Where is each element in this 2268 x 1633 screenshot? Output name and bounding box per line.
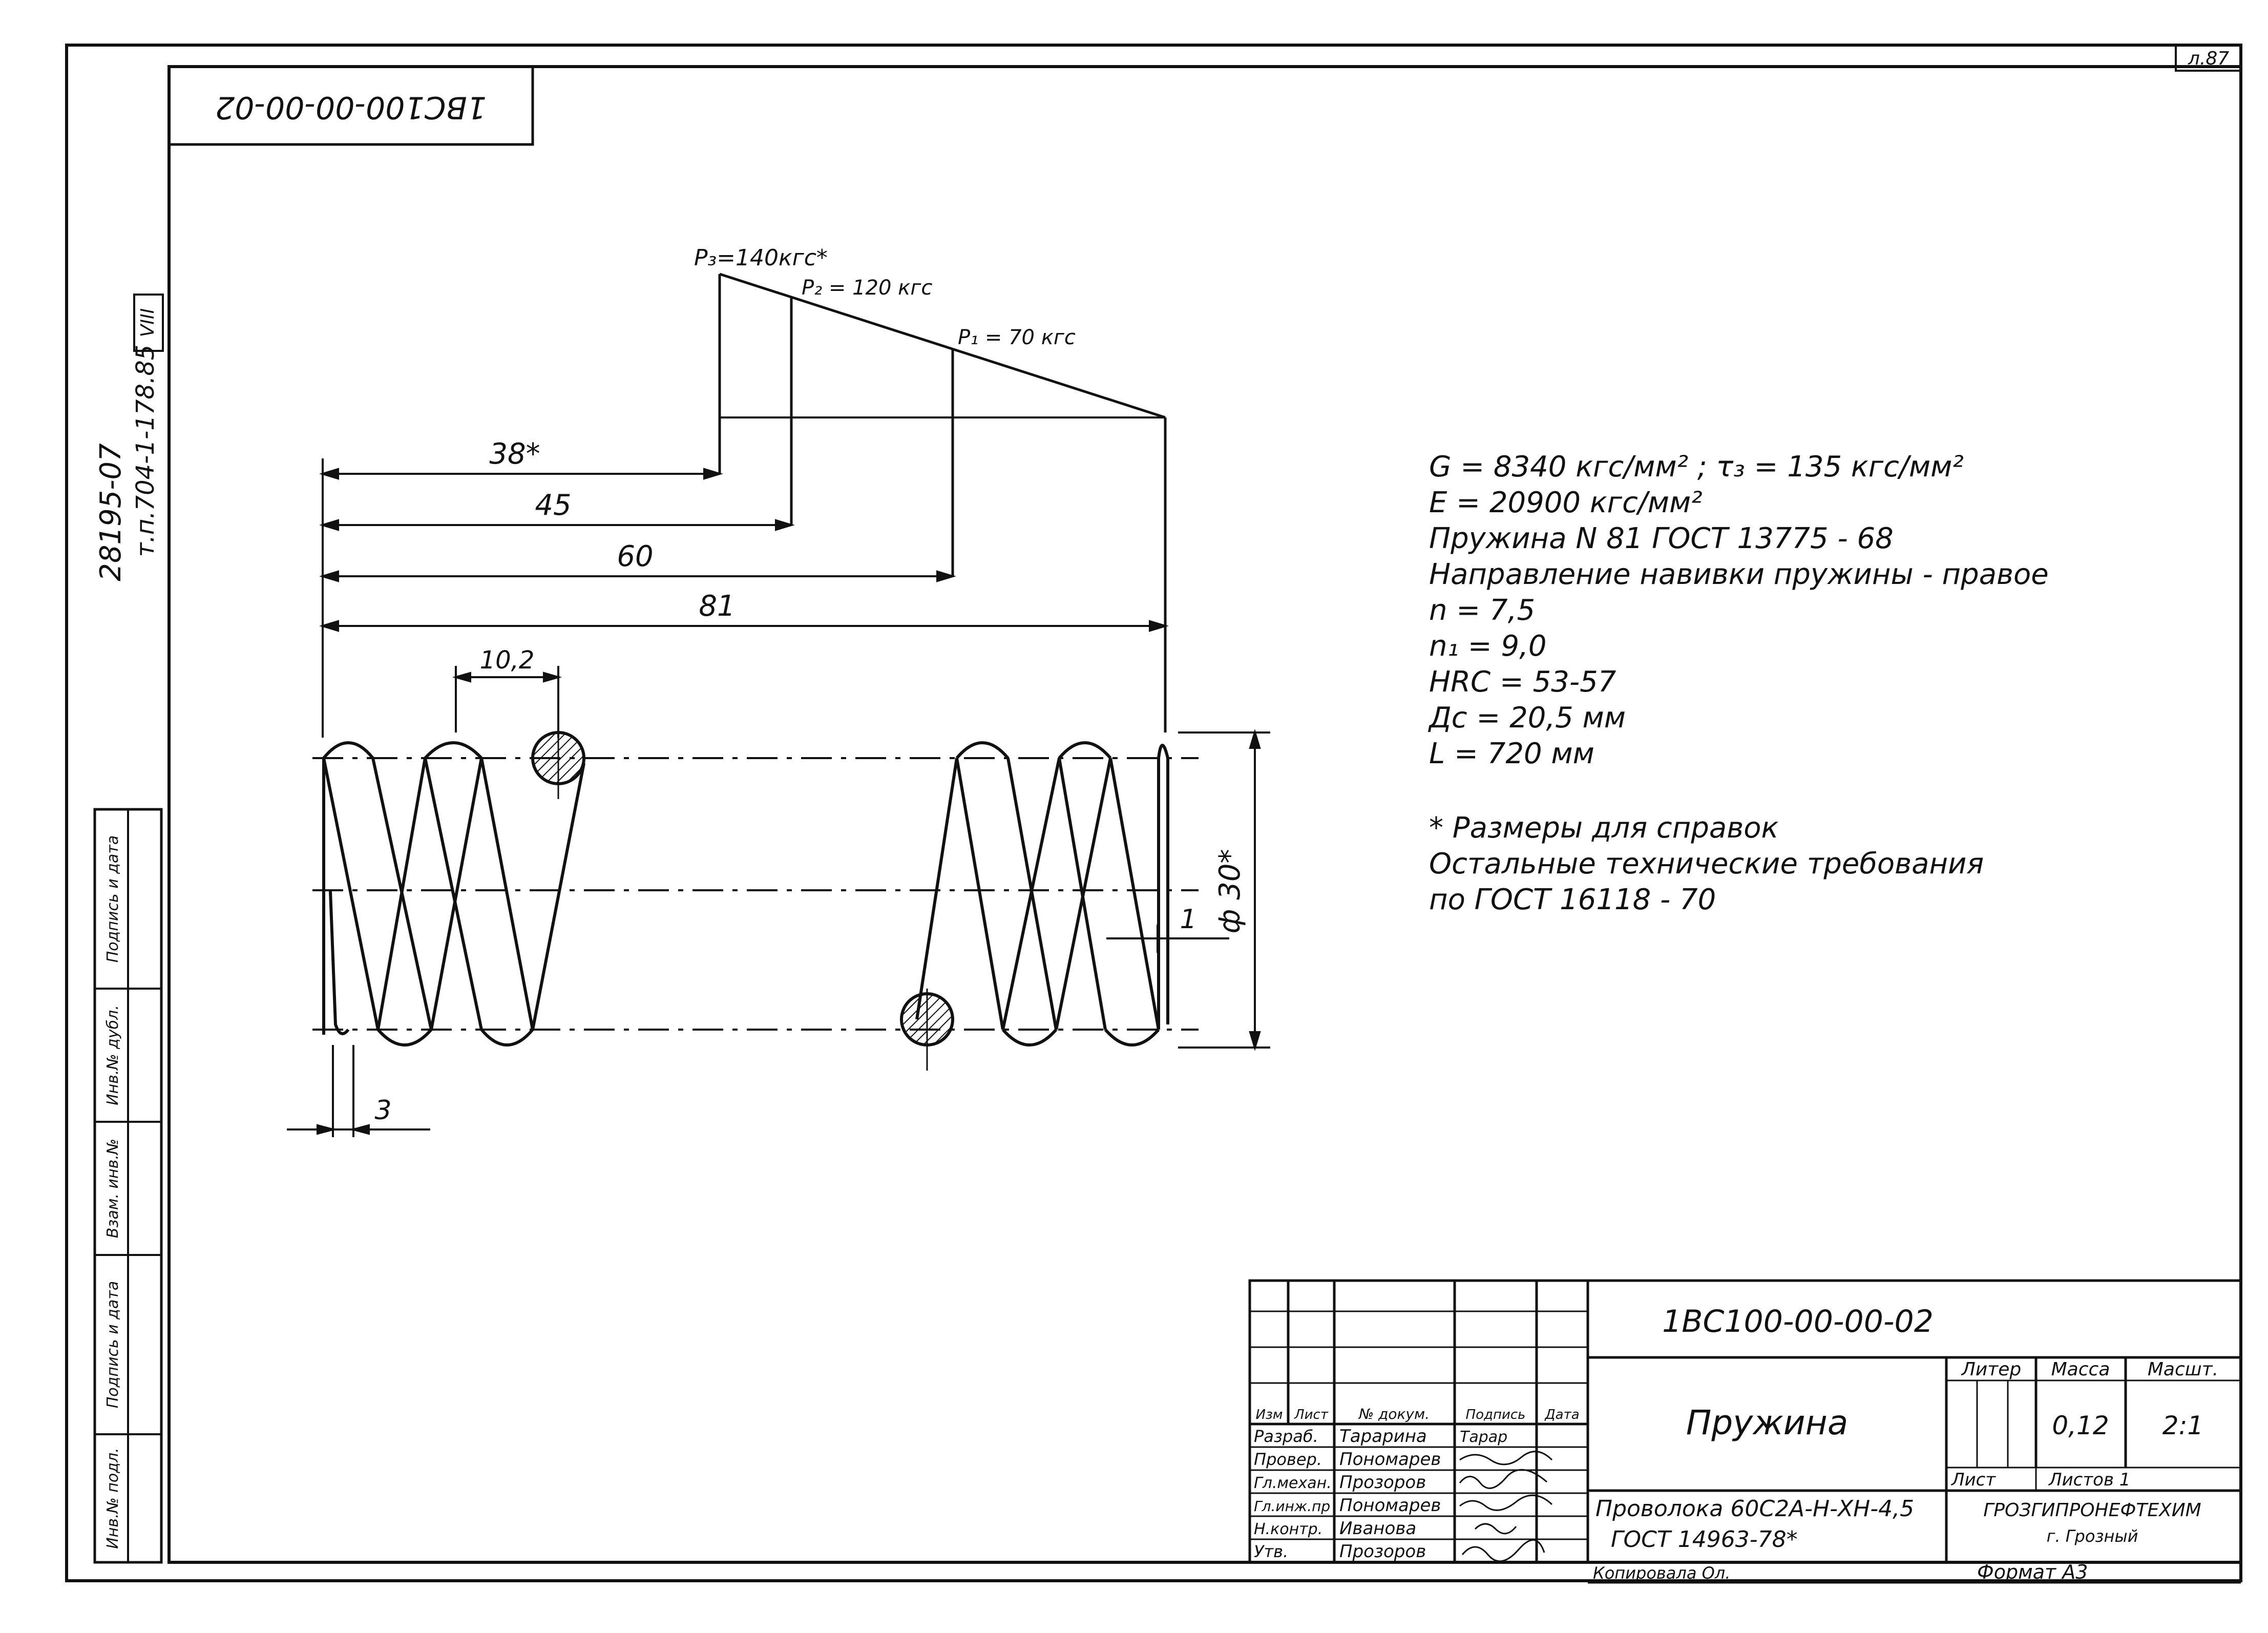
tb-mass-value: 0,12 [2052,1411,2109,1440]
tb-org-name: ГРОЗГИПРОНЕФТЕХИМ [1983,1500,2201,1521]
side-code-1: 28195-07 [94,443,128,581]
load-label-p3: P₃=140кгс* [694,245,828,271]
side-code-2: т.п.704-1-178.85 [131,345,160,557]
tb-name-1: Пономарев [1339,1449,1441,1470]
dim-pitch: 10,2 [480,646,535,675]
side-code-box: VIII [137,308,158,337]
note-line-12: по ГОСТ 16118 - 70 [1429,883,1716,916]
note-line-1: E = 20900 кгс/мм² [1429,486,1703,519]
side-codes: 28195-07 т.п.704-1-178.85 VIII [94,294,164,581]
tb-sheet-label: Лист [1950,1470,1996,1490]
tb-name-3: Пономарев [1339,1495,1441,1516]
tb-col-sign: Подпись [1466,1407,1526,1422]
dim-diameter: ф 30* [1213,849,1247,934]
sheet-frame [65,44,2242,1582]
dim-81: 81 [699,590,735,623]
tb-col-date: Дата [1544,1407,1579,1422]
tb-liter-label: Литер [1961,1359,2021,1380]
note-line-10: * Размеры для справок [1429,811,1778,845]
tb-sheets-label: Листов 1 [2048,1470,2130,1490]
dim-end-gap: 1 [1180,904,1196,935]
tb-col-list: Лист [1294,1407,1329,1422]
tb-sign-0: Тарар [1460,1428,1507,1446]
dim-end-thick: 3 [374,1095,391,1126]
tb-part-name: Пружина [1686,1403,1849,1442]
tb-material-1: Проволока 60С2А-Н-ХН-4,5 [1595,1496,1914,1522]
dim-45: 45 [535,489,571,522]
dimension-lines [287,458,1270,1137]
tb-signatures [1459,1451,1553,1562]
rotated-code-text: 1BC100-00-00-02 [215,89,487,125]
tb-org-city: г. Грозный [2047,1526,2138,1546]
tb-role-0: Разраб. [1254,1427,1318,1446]
tb-material-2: ГОСТ 14963-78* [1611,1526,1798,1553]
note-line-5: n₁ = 9,0 [1429,630,1547,663]
note-line-7: Дс = 20,5 мм [1427,701,1626,735]
note-line-6: HRC = 53-57 [1429,665,1616,699]
dim-38: 38* [489,437,540,471]
tb-scale-value: 2:1 [2162,1411,2203,1440]
tb-name-2: Прозоров [1339,1472,1426,1493]
note-line-4: n = 7,5 [1429,594,1535,627]
tb-name-0: Тарарина [1339,1426,1427,1447]
sheet-marker: л.87 [2175,44,2242,72]
tb-role-4: Н.контр. [1254,1520,1322,1538]
tb-col-izm: Изм [1256,1407,1283,1422]
load-label-p1: P₁ = 70 кгс [958,326,1076,349]
stamp-label-4: Подпись и дата [104,835,122,963]
load-diagram [718,273,1167,732]
note-line-0: G = 8340 кгс/мм² ; τ₃ = 135 кгс/мм² [1429,450,1964,484]
tb-role-1: Провер. [1254,1450,1322,1469]
tb-doc-code: 1BC100-00-00-02 [1662,1304,1934,1339]
tb-mass-label: Масса [2051,1359,2110,1380]
spring-right-coils [915,741,1169,1046]
tb-role-5: Утв. [1254,1542,1288,1561]
rotated-code-box: 1BC100-00-00-02 [167,65,534,146]
stamp-label-3: Инв.№ дубл. [104,1005,122,1105]
stamp-label-1: Подпись и дата [104,1281,122,1409]
spring-left-coils [322,741,585,1046]
tb-scale-label: Масшт. [2148,1359,2218,1380]
note-line-3: Направление навивки пружины - правое [1429,558,2049,591]
tb-copied-by: Копировала Ол. [1593,1563,1730,1583]
tb-format: Формат А3 [1977,1561,2088,1583]
tb-name-4: Иванова [1339,1518,1416,1539]
note-line-8: L = 720 мм [1429,737,1594,770]
sheet-marker-text: л.87 [2188,48,2229,69]
technical-notes: G = 8340 кгс/мм² ; τ₃ = 135 кгс/мм² E = … [1427,450,2049,916]
stamp-label-2: Взам. инв.№ [104,1139,122,1238]
note-line-11: Остальные технические требования [1429,847,1984,881]
tb-col-doc: № докум. [1358,1406,1430,1422]
title-block: 1BC100-00-00-02 Пружина Проволока 60С2А-… [1248,1279,2242,1584]
load-label-p2: P₂ = 120 кгс [802,276,932,300]
side-stamp: Инв.№ подл. Подпись и дата Взам. инв.№ И… [93,808,163,1564]
note-line-2: Пружина N 81 ГОСТ 13775 - 68 [1429,522,1894,555]
spring-centerlines [312,757,1199,1031]
dim-60: 60 [617,540,653,573]
tb-role-2: Гл.механ. [1254,1474,1332,1492]
side-code-box-frame [133,294,164,352]
stamp-label-0: Инв.№ подл. [104,1448,122,1548]
tb-name-5: Прозоров [1339,1541,1426,1562]
tb-role-3: Гл.инж.пр [1254,1498,1330,1515]
